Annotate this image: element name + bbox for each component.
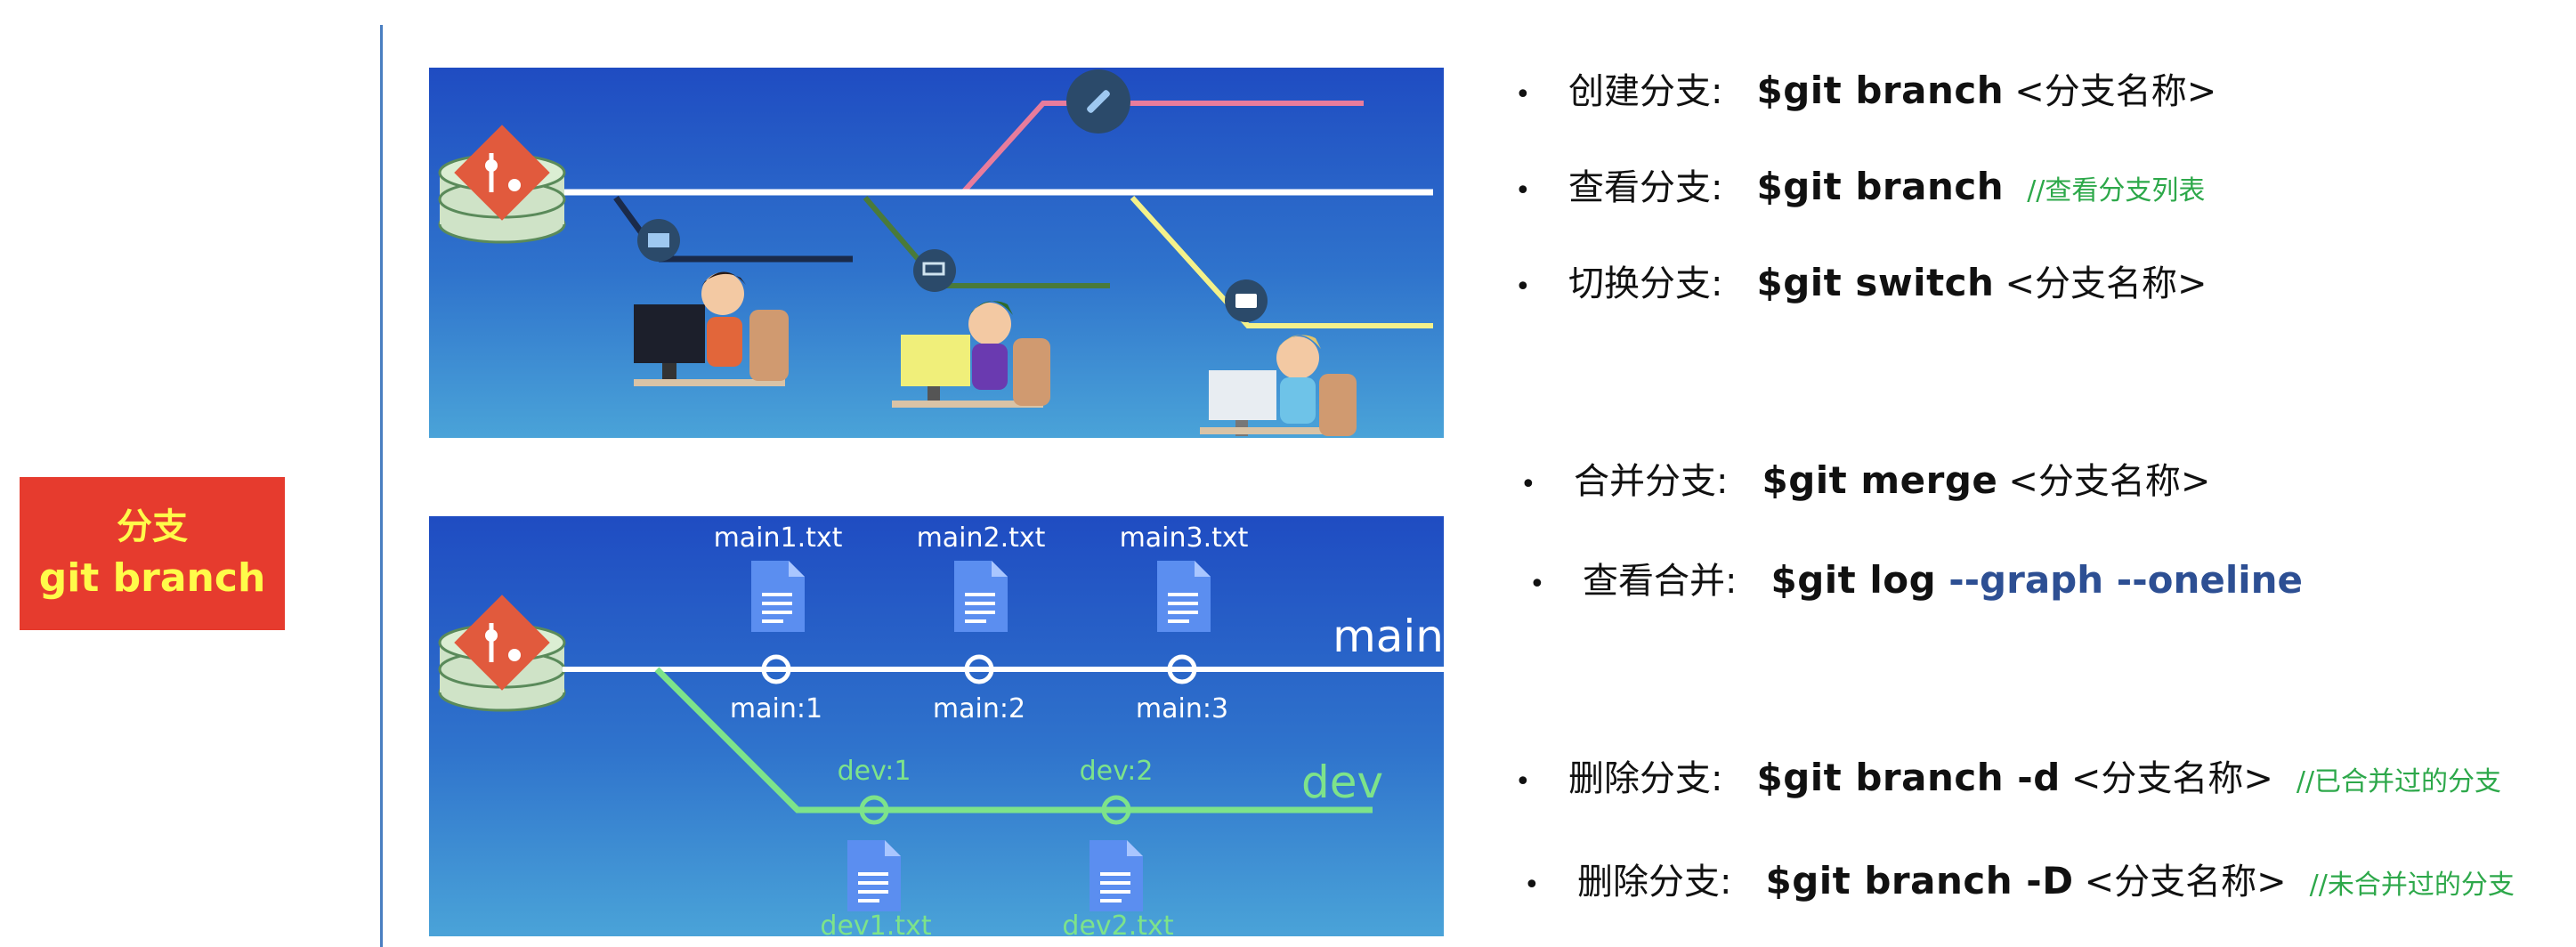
main-file-3: main3.txt (1120, 522, 1249, 632)
command-code: $git branch (1756, 69, 2005, 112)
file-name-label: dev1.txt (820, 911, 931, 936)
dev-commit-label: dev:1 (838, 756, 911, 787)
dev-commit-1: dev:1 (838, 756, 911, 825)
yellow-branch-line (1130, 195, 1433, 328)
file-name-label: main1.txt (714, 522, 843, 554)
command-code: $git switch (1756, 261, 1995, 304)
command-code: $git branch -d (1756, 756, 2061, 799)
branch-illustration-svg (438, 69, 1433, 436)
command-code: $git branch (1756, 165, 2005, 208)
command-code: $git merge (1762, 458, 1998, 502)
badge-title-en: git branch (38, 555, 266, 601)
file-name-label: main2.txt (917, 522, 1046, 554)
developer-2-figure (892, 301, 1050, 408)
dev-file-2: dev2.txt (1062, 840, 1174, 936)
command-item: • 创建分支: $git branch <分支名称> (1515, 62, 2216, 114)
bullet-icon: • (1515, 271, 1531, 303)
command-item: • 切换分支: $git switch <分支名称> (1515, 255, 2207, 306)
command-item: • 合并分支: $git merge <分支名称> (1520, 452, 2210, 504)
bullet-icon: • (1520, 469, 1536, 500)
commit-graph-svg: main dev main:1 main:2 main:3 main1.txt … (438, 522, 1444, 936)
branch-illustration (429, 68, 1444, 438)
dev-commit-label: dev:2 (1080, 756, 1154, 787)
command-label: 查看分支: (1568, 167, 1723, 208)
command-comment: //已合并过的分支 (2296, 766, 2502, 797)
main-commit-label: main:2 (933, 693, 1025, 724)
command-label: 合并分支: (1574, 461, 1729, 502)
bullet-icon: • (1529, 569, 1545, 600)
bullet-icon: • (1515, 175, 1531, 206)
main-commit-3: main:3 (1136, 654, 1228, 724)
dev-branch-line (654, 667, 1373, 813)
file-name-label: dev2.txt (1062, 911, 1173, 936)
main-commit-label: main:1 (730, 693, 822, 724)
vertical-divider (380, 25, 383, 947)
green-branch-line (863, 196, 1110, 288)
dev-branch-label: dev (1301, 757, 1383, 808)
developer-1-figure (634, 271, 789, 386)
newspaper-node-icon (637, 219, 680, 262)
main-commit-2: main:2 (933, 654, 1025, 724)
command-arg: <分支名称> (2008, 461, 2211, 502)
cart-node-icon (913, 249, 956, 292)
pink-branch-line (960, 101, 1364, 195)
command-arg: <分支名称> (2005, 263, 2207, 304)
command-label: 删除分支: (1577, 862, 1732, 902)
card-node-icon (1225, 279, 1268, 322)
topic-badge: 分支 git branch (20, 477, 285, 630)
commit-graph: main dev main:1 main:2 main:3 main1.txt … (429, 516, 1444, 936)
command-item: • 删除分支: $git branch -d <分支名称> //已合并过的分支 (1515, 749, 2501, 801)
bullet-icon: • (1515, 766, 1531, 797)
command-code: $git branch -D (1765, 859, 2074, 902)
bullet-icon: • (1515, 79, 1531, 110)
command-item: • 查看分支: $git branch //查看分支列表 (1515, 158, 2205, 210)
main-commit-1: main:1 (730, 654, 822, 724)
badge-title-cn: 分支 (117, 506, 188, 547)
command-label: 切换分支: (1568, 263, 1723, 304)
command-arg: <分支名称> (2070, 758, 2273, 799)
command-label: 创建分支: (1568, 71, 1723, 112)
command-arg: <分支名称> (2014, 71, 2217, 112)
main-commit-label: main:3 (1136, 693, 1228, 724)
file-name-label: main3.txt (1120, 522, 1249, 554)
main-branch-label: main (1333, 611, 1444, 662)
command-label: 查看合并: (1583, 561, 1738, 602)
git-repo-icon (438, 125, 566, 244)
main-file-2: main2.txt (917, 522, 1046, 632)
wrench-node-icon (1066, 69, 1130, 134)
command-comment: //未合并过的分支 (2309, 870, 2515, 901)
command-comment: //查看分支列表 (2027, 175, 2206, 206)
main-file-1: main1.txt (714, 522, 843, 632)
command-item: • 查看合并: $git log --graph --oneline (1529, 552, 2303, 603)
command-code: $git log (1770, 558, 1937, 602)
git-repo-icon (438, 595, 566, 712)
developer-3-figure (1200, 335, 1357, 436)
dev-commit-2: dev:2 (1080, 756, 1154, 825)
command-option: --graph --oneline (1948, 558, 2304, 602)
bullet-icon: • (1524, 870, 1540, 901)
command-arg: <分支名称> (2084, 862, 2287, 902)
command-item: • 删除分支: $git branch -D <分支名称> //未合并过的分支 (1524, 853, 2515, 904)
command-label: 删除分支: (1568, 758, 1723, 799)
dev-file-1: dev1.txt (820, 840, 932, 936)
